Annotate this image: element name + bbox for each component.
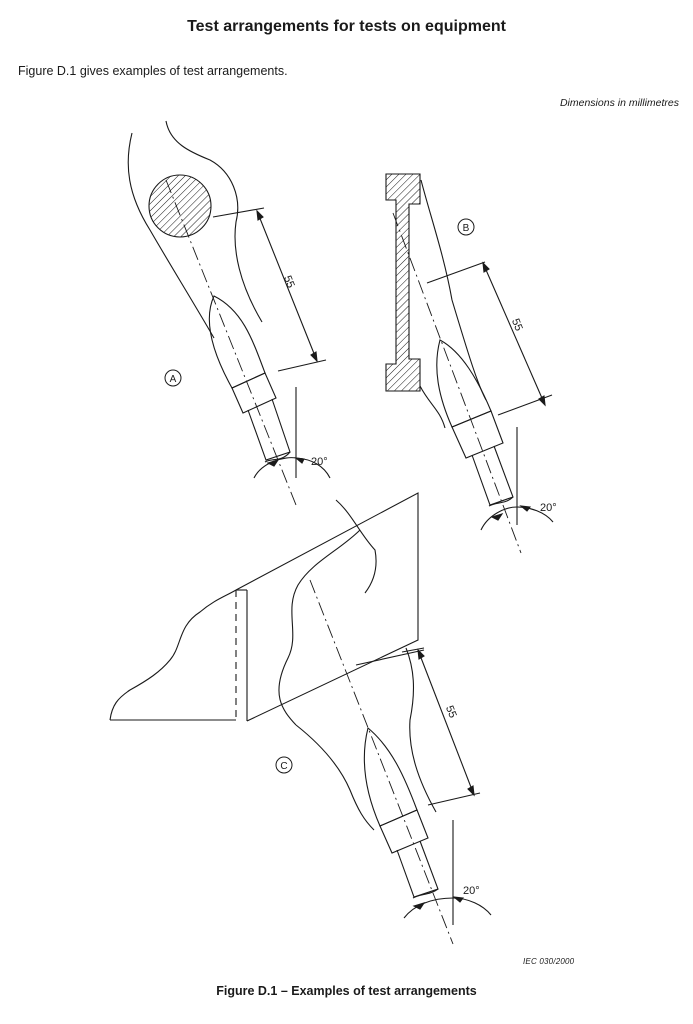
panel-c-flame-outline [295,724,375,831]
panel-c-flame-outline [335,499,377,594]
panel-c-burner-barrel [379,809,429,854]
panel-a-dimension: 55 [281,274,297,290]
panel-b-burner-tube [471,445,514,506]
panel-a-sample-rod [148,174,212,238]
panel-c-drawing [109,492,492,945]
panel-a-marker-circle [164,369,182,387]
panel-a-flame-outline [165,120,263,323]
panel-b-angle: 20° [540,502,557,514]
panel-c-ragged-edge [109,589,237,721]
panel-b-labels: B 55 20° [457,218,557,514]
panel-a-flame-outline [127,132,215,339]
panel-b-dimension: 55 [509,317,525,333]
panel-b-burner-barrel [451,410,504,459]
panel-c-flame-outline [278,529,361,726]
panel-c-burner-cone [363,727,418,827]
panel-b-angle-arc [480,506,554,531]
panel-c-angle: 20° [463,885,480,897]
panel-a-angle: 20° [311,456,328,468]
panel-b-flame-outline [420,179,487,401]
figure-caption: Figure D.1 – Examples of test arrangemen… [216,984,477,998]
panel-b-drawing [385,173,554,554]
panel-b-hatched-bracket [385,173,421,392]
panel-a-marker: A [170,374,177,385]
panel-c-centre-line [309,579,454,945]
panel-c-slab [235,492,419,722]
panel-c-marker: C [280,761,287,772]
panel-c-marker-circle [275,756,293,774]
page-heading: Test arrangements for tests on equipment [187,18,506,35]
panel-a-burner-tube [247,398,291,461]
panel-b-centre-line [392,212,522,554]
panel-a-centre-line [165,179,297,506]
panel-c-dimension-line [417,649,475,796]
intro-text: Figure D.1 gives examples of test arrang… [18,64,288,78]
panel-a-dimension-line [256,210,318,362]
source-reference: IEC 030/2000 [523,957,575,966]
dimensions-note: Dimensions in millimetres [559,97,679,109]
panel-b-dimension-line [482,262,546,406]
panel-c-dimension: 55 [443,704,459,720]
panel-b-marker: B [463,223,470,234]
panel-c-flame-outline [405,647,437,813]
panel-c-labels: C 55 20° [275,704,480,897]
panel-a-drawing [127,120,331,506]
panel-a-burner-barrel [231,372,277,414]
panel-c-angle-arc [403,897,492,919]
panel-a-labels: A 55 20° [164,274,328,468]
panel-b-flame-outline [419,385,446,429]
panel-b-marker-circle [457,218,475,236]
panel-c-burner-tube [396,840,439,898]
